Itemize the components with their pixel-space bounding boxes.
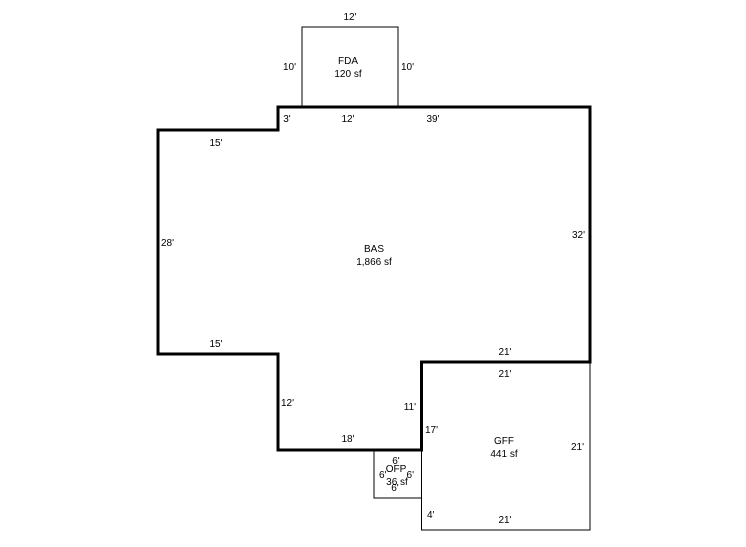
- ofp-code-label: OFP: [386, 464, 407, 475]
- bas-notch-dimension: 3': [283, 114, 291, 125]
- gff-right-dimension: 21': [571, 442, 584, 453]
- bas-bottom-dimension: 18': [341, 434, 354, 445]
- bas-lower-step-dimension: 21': [498, 347, 511, 358]
- ofp-left-dimension: 6': [379, 470, 387, 481]
- ofp-area-label: 36 sf: [386, 477, 408, 488]
- bas-outline: [156, 105, 592, 452]
- gff-left-dimension: 17': [425, 425, 438, 436]
- bas-upper-left-dimension: 15': [209, 138, 222, 149]
- bas-top-right-dimension: 39': [426, 114, 439, 125]
- gff-bottom-dimension: 21': [498, 515, 511, 526]
- fda-outline: [301, 26, 399, 108]
- bas-lower-left-dimension: 15': [209, 339, 222, 350]
- gff-bottom-left-dimension: 4': [427, 510, 435, 521]
- bas-area-label: 1,866 sf: [356, 257, 392, 268]
- bas-top-mid-dimension: 12': [341, 114, 354, 125]
- bas-bottom-right-vert-dimension: 11': [404, 402, 416, 413]
- fda-top-dimension: 12': [343, 12, 356, 23]
- gff-area-label: 441 sf: [490, 449, 517, 460]
- gff-code-label: GFF: [494, 436, 514, 447]
- bas-left-dimension: 28': [161, 238, 174, 249]
- fda-left-dimension: 10': [283, 62, 296, 73]
- ofp-bottom-dimension: 6': [391, 483, 399, 494]
- ofp-top-dimension: 6': [392, 456, 400, 467]
- fda-code-label: FDA: [338, 56, 358, 67]
- bas-code-label: BAS: [364, 244, 384, 255]
- gff-top-dimension: 21': [498, 369, 511, 380]
- fda-right-dimension: 10': [401, 62, 414, 73]
- fda-area-label: 120 sf: [334, 69, 361, 80]
- bas-right-dimension: 32': [572, 230, 585, 241]
- bas-bottom-left-vert-dimension: 12': [281, 398, 294, 409]
- ofp-right-dimension: 6': [407, 470, 415, 481]
